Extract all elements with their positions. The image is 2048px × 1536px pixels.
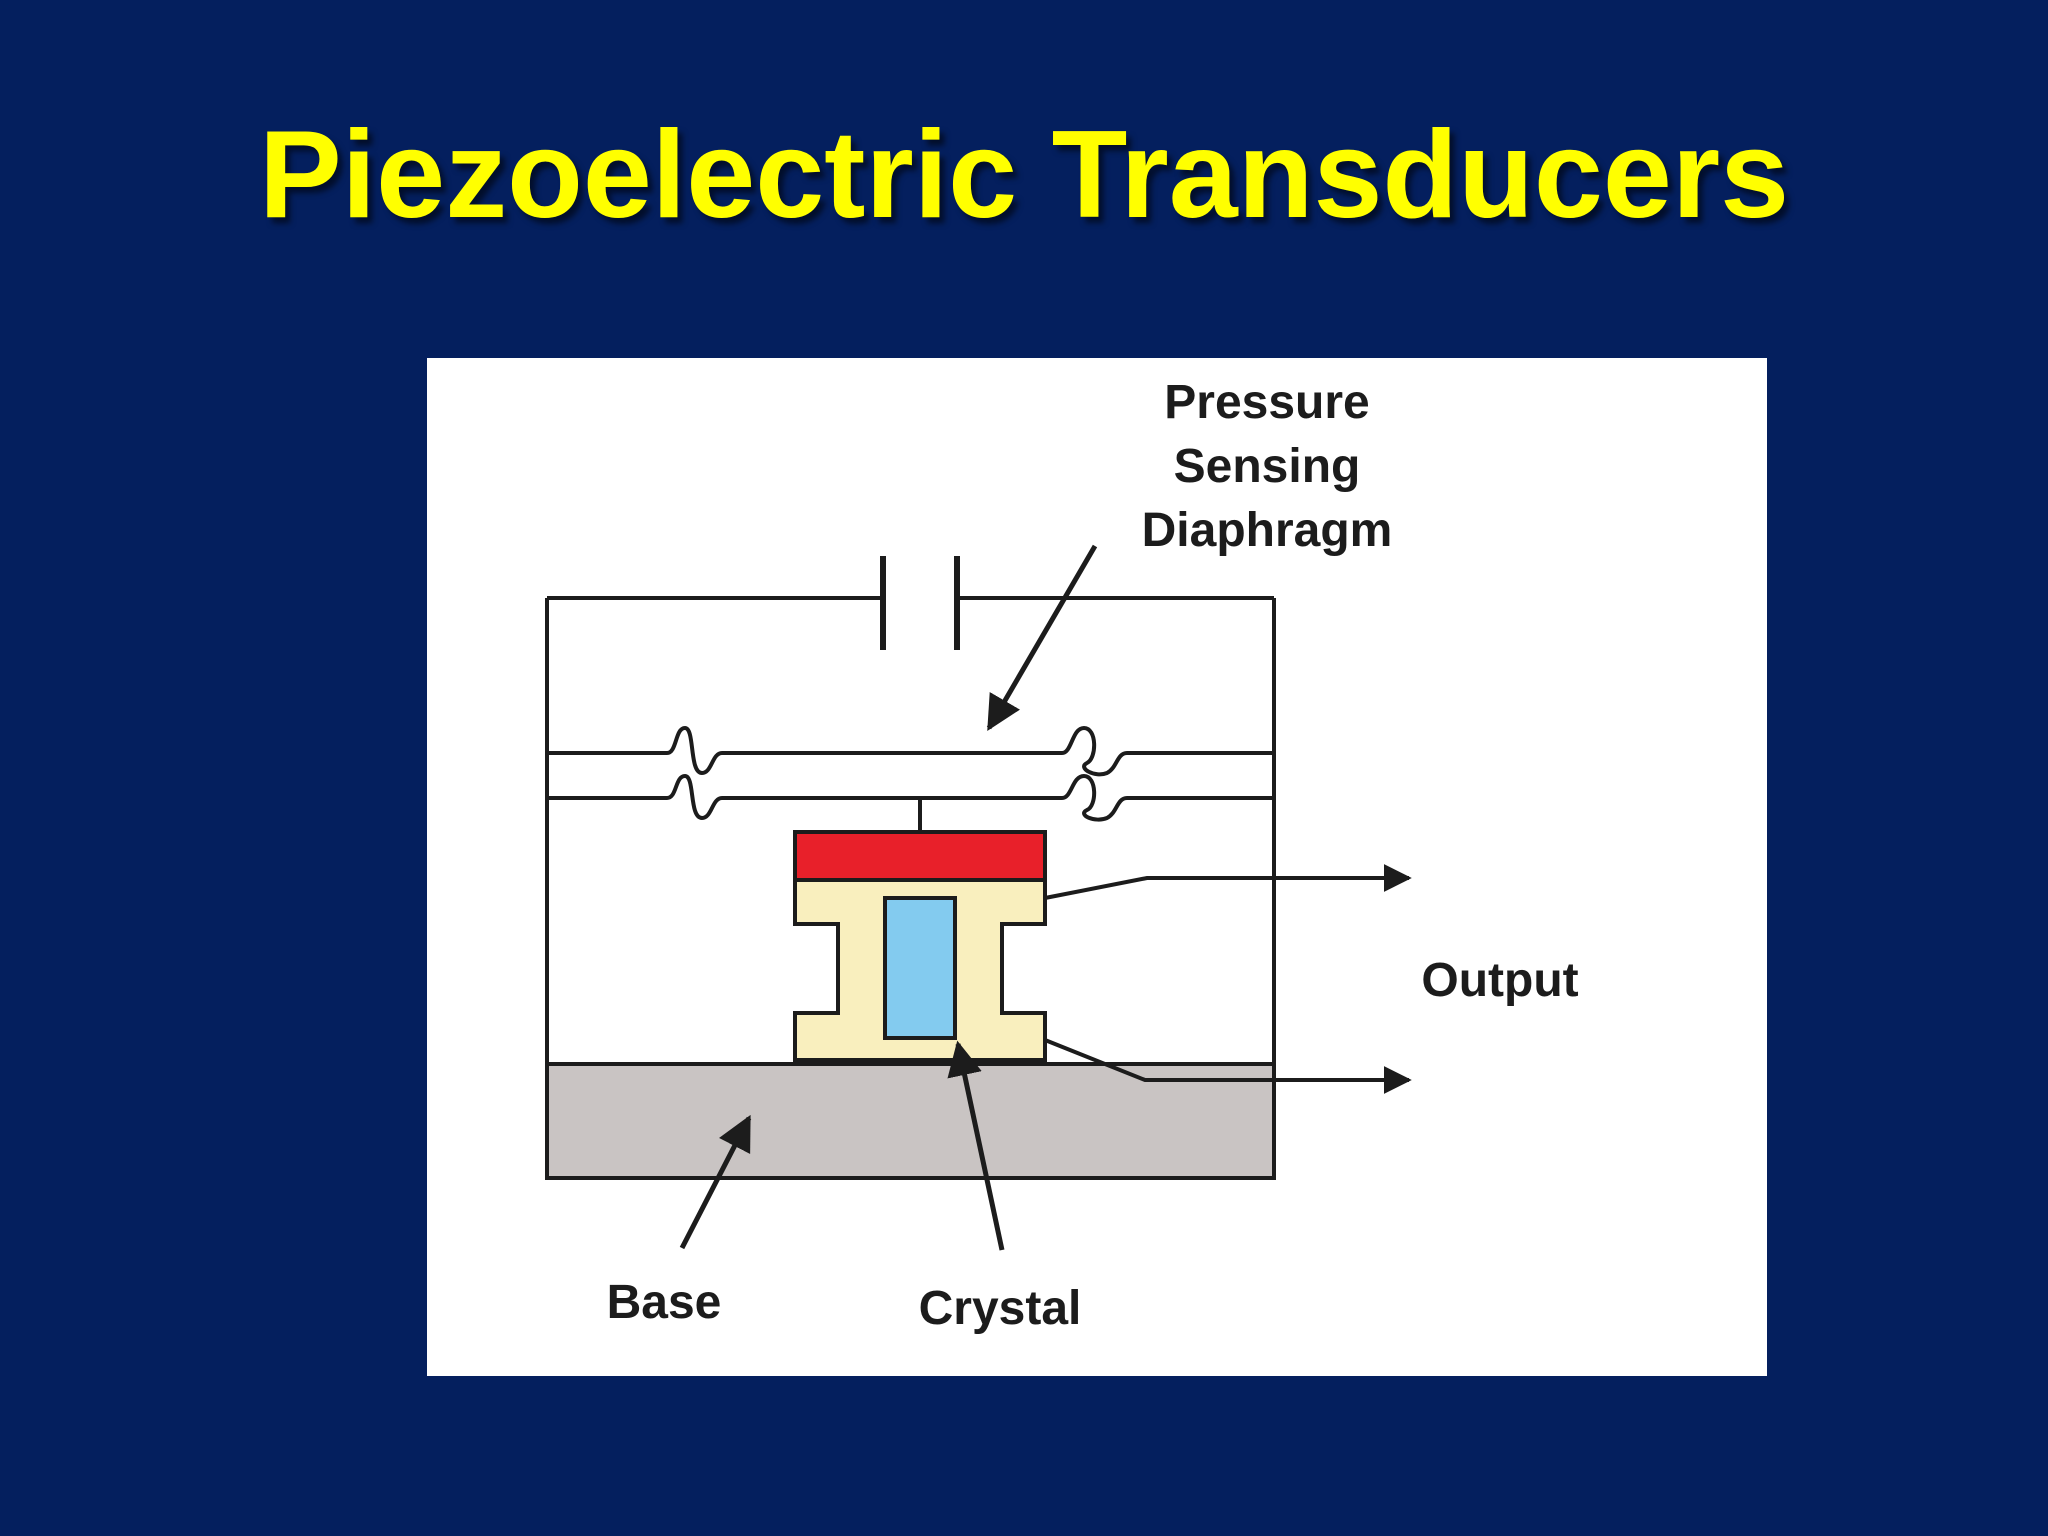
base-block [545, 1062, 1276, 1180]
crystal [883, 896, 957, 1040]
diagram-panel: Pressure Sensing Diaphragm Output Base C… [427, 358, 1767, 1376]
label-crystal: Crystal [919, 1282, 1082, 1335]
diaphragm-plate [793, 830, 1047, 882]
label-base: Base [607, 1276, 722, 1329]
transducer-diagram: Pressure Sensing Diaphragm Output Base C… [545, 376, 1579, 1335]
label-pressure-line3: Diaphragm [1142, 504, 1393, 557]
output-leads [1044, 864, 1412, 1094]
label-pressure-line2: Sensing [1174, 440, 1361, 493]
output-lead-bottom [1044, 1038, 1412, 1094]
capacitor-symbol [880, 556, 960, 650]
housing-outline [545, 596, 1276, 1064]
output-lead-top [1044, 864, 1412, 900]
arrow-icon [679, 1114, 752, 1250]
pressure-sensing-diaphragm [547, 725, 1274, 822]
label-output: Output [1421, 954, 1578, 1007]
label-pressure-line1: Pressure [1164, 376, 1369, 429]
arrow-icon [986, 544, 1098, 732]
slide-title: Piezoelectric Transducers [258, 106, 1790, 244]
arrow-icon [947, 1040, 1005, 1251]
pointer-arrows [679, 544, 1098, 1251]
